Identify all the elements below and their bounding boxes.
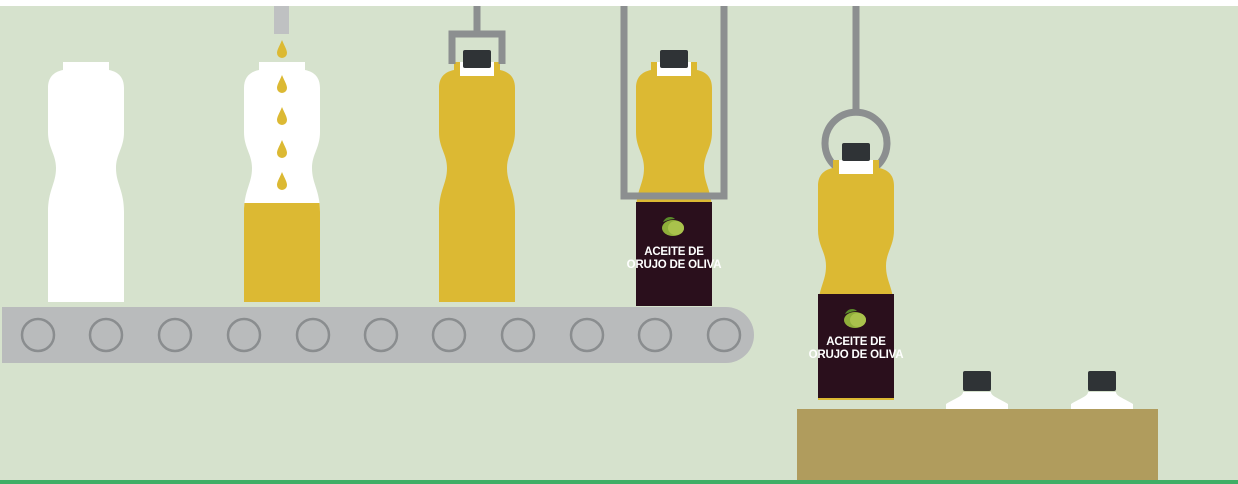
bottle-cap xyxy=(463,50,491,68)
bottle-cap xyxy=(963,371,991,391)
capping-bottle xyxy=(439,6,515,302)
bottle-neck xyxy=(839,160,873,174)
floor-line xyxy=(0,480,1238,484)
bottle-cap xyxy=(842,143,870,161)
label-line-2: ORUJO DE OLIVA xyxy=(627,259,722,271)
bottle-cap xyxy=(660,50,688,68)
top-white-strip xyxy=(0,0,1238,6)
filler-nozzle xyxy=(274,6,289,34)
label-line-1: ACEITE DE xyxy=(644,246,704,258)
product-label: ACEITE DE ORUJO DE OLIVA xyxy=(627,202,722,306)
bottle-cap xyxy=(1088,371,1116,391)
label-line-1: ACEITE DE xyxy=(826,336,886,348)
label-line-2: ORUJO DE OLIVA xyxy=(809,349,904,361)
product-label: ACEITE DE ORUJO DE OLIVA xyxy=(809,294,904,398)
conveyor-belt xyxy=(2,307,754,363)
empty-bottle xyxy=(48,62,124,302)
